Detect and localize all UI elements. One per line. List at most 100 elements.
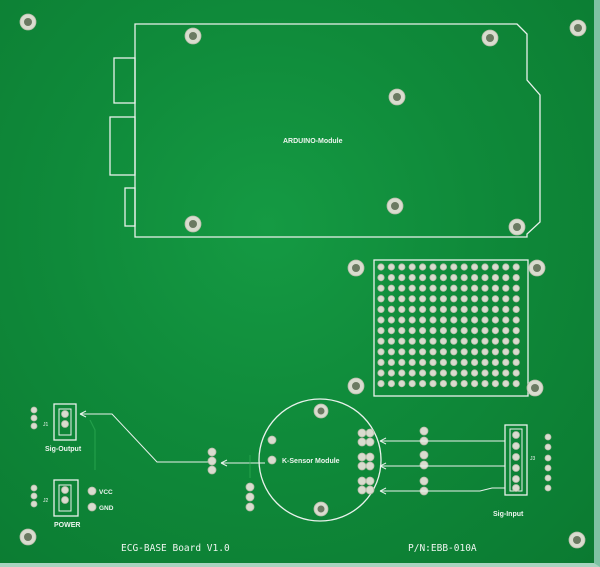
prototype-hole xyxy=(481,369,489,377)
sig-input-side-pins xyxy=(544,433,552,492)
prototype-hole xyxy=(512,316,520,324)
prototype-hole xyxy=(439,326,447,335)
prototype-hole xyxy=(512,358,520,366)
prototype-hole xyxy=(491,263,499,271)
prototype-hole xyxy=(387,284,395,292)
power-connector: J2 VCC GND POWER xyxy=(30,479,114,529)
prototype-hole xyxy=(439,295,447,303)
prototype-hole xyxy=(387,305,395,313)
prototype-hole xyxy=(377,295,385,303)
prototype-hole xyxy=(481,326,489,335)
prototype-hole xyxy=(491,273,499,282)
prototype-hole xyxy=(398,284,406,292)
prototype-hole xyxy=(512,305,520,313)
prototype-hole xyxy=(408,348,416,356)
sig-input-pins xyxy=(512,431,520,492)
prototype-hole xyxy=(491,358,499,366)
mounting-holes xyxy=(19,13,587,549)
prototype-hole xyxy=(502,379,510,388)
prototype-hole xyxy=(502,348,510,356)
copper-traces xyxy=(89,419,251,478)
prototype-hole xyxy=(512,263,520,271)
jumper-row-1 xyxy=(357,426,429,447)
board-title: ECG-BASE Board V1.0 xyxy=(121,543,230,554)
prototype-hole-grid xyxy=(377,263,520,388)
prototype-hole xyxy=(377,316,385,324)
k-sensor-label: K-Sensor Module xyxy=(282,458,340,465)
prototype-hole xyxy=(418,295,427,303)
prototype-hole xyxy=(377,369,385,377)
prototype-hole xyxy=(429,273,437,282)
prototype-hole xyxy=(429,348,437,356)
prototype-hole xyxy=(481,337,489,345)
prototype-hole xyxy=(470,348,479,356)
prototype-hole xyxy=(502,273,510,282)
prototype-hole xyxy=(450,305,458,313)
jumper-row-2 xyxy=(357,450,429,471)
prototype-hole xyxy=(387,316,395,324)
prototype-hole xyxy=(398,337,406,345)
prototype-hole xyxy=(460,379,468,388)
prototype-hole xyxy=(460,348,468,356)
prototype-hole xyxy=(418,305,427,313)
prototype-hole xyxy=(398,263,406,271)
prototype-hole xyxy=(387,369,395,377)
prototype-hole xyxy=(470,379,479,388)
prototype-hole xyxy=(408,305,416,313)
arduino-module-label: ARDUINO-Module xyxy=(283,138,343,145)
prototype-hole xyxy=(398,273,406,282)
prototype-hole xyxy=(377,305,385,313)
prototype-hole xyxy=(418,348,427,356)
prototype-hole xyxy=(439,305,447,313)
prototype-hole xyxy=(502,337,510,345)
prototype-hole xyxy=(460,337,468,345)
prototype-hole xyxy=(439,337,447,345)
prototype-hole xyxy=(491,337,499,345)
sig-output-connector: J1 Sig-Output xyxy=(30,403,82,453)
prototype-hole xyxy=(470,358,479,366)
prototype-hole xyxy=(377,379,385,388)
prototype-hole xyxy=(470,316,479,324)
prototype-hole xyxy=(491,284,499,292)
prototype-hole xyxy=(460,263,468,271)
prototype-hole xyxy=(450,379,458,388)
prototype-hole xyxy=(470,263,479,271)
prototype-hole xyxy=(450,369,458,377)
prototype-hole xyxy=(439,263,447,271)
prototype-hole xyxy=(470,295,479,303)
j3-label: J3 xyxy=(530,456,536,462)
prototype-hole xyxy=(460,369,468,377)
prototype-hole xyxy=(491,326,499,335)
prototype-hole xyxy=(398,316,406,324)
prototype-hole xyxy=(502,305,510,313)
prototype-hole xyxy=(481,263,489,271)
prototype-hole xyxy=(481,316,489,324)
prototype-hole xyxy=(502,284,510,292)
prototype-hole xyxy=(408,316,416,324)
jumper-row-3 xyxy=(357,476,429,496)
prototype-hole xyxy=(491,316,499,324)
prototype-hole xyxy=(377,273,385,282)
prototype-hole xyxy=(439,348,447,356)
prototype-hole xyxy=(408,273,416,282)
prototype-hole xyxy=(502,295,510,303)
prototype-hole xyxy=(408,337,416,345)
prototype-hole xyxy=(460,305,468,313)
prototype-hole xyxy=(502,369,510,377)
prototype-hole xyxy=(398,348,406,356)
prototype-hole xyxy=(377,358,385,366)
prototype-hole xyxy=(377,348,385,356)
prototype-hole xyxy=(418,316,427,324)
prototype-hole xyxy=(512,284,520,292)
sig-output-routing xyxy=(79,410,265,512)
k-sensor-module: K-Sensor Module xyxy=(258,398,382,522)
prototype-hole xyxy=(450,326,458,335)
prototype-hole xyxy=(377,337,385,345)
prototype-hole xyxy=(429,369,437,377)
prototype-hole xyxy=(387,273,395,282)
prototype-hole xyxy=(481,305,489,313)
prototype-hole xyxy=(387,337,395,345)
prototype-hole xyxy=(512,337,520,345)
